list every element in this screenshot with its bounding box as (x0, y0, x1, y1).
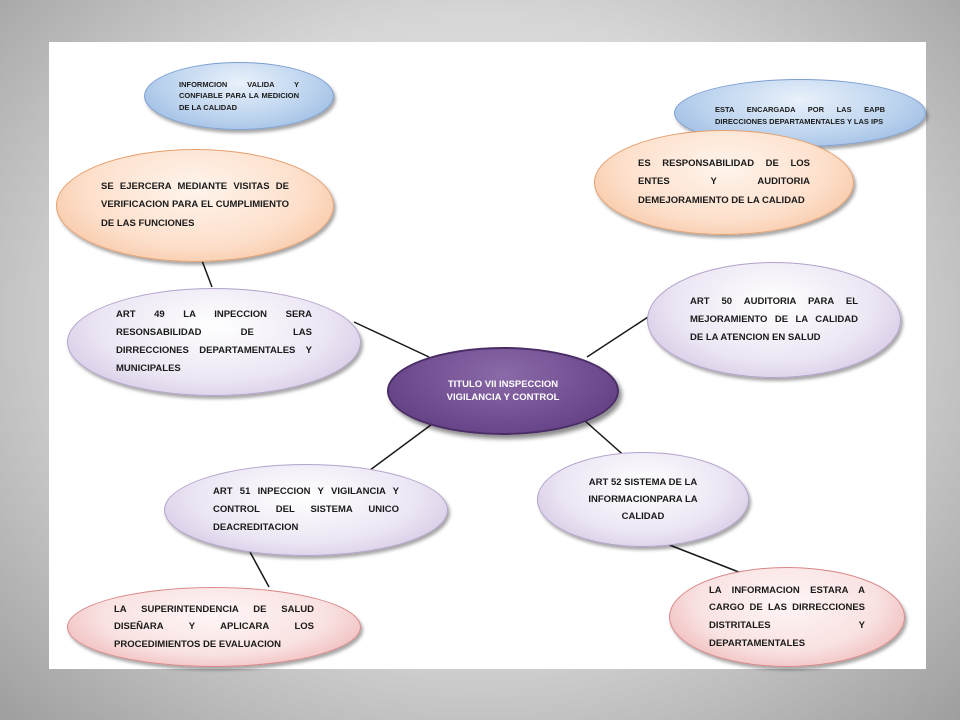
node-art50-text: ART 50 AUDITORIA PARA EL MEJORAMIENTO DE… (690, 295, 858, 344)
node-art51: ART 51 INPECCION Y VIGILANCIA Y CONTROL … (164, 464, 448, 556)
node-center-titulo-text: TITULO VII INSPECCION VIGILANCIA Y CONTR… (446, 378, 560, 403)
node-art52-text: ART 52 SISTEMA DE LA INFORMACIONPARA LA … (588, 476, 698, 523)
node-eapb-text: ESTA ENCARGADA POR LAS EAPB DIRECCIONES … (715, 105, 885, 126)
node-superintendencia-text: LA SUPERINTENDENCIA DE SALUD DISEÑARA Y … (114, 604, 314, 650)
node-visitas: SE EJERCERA MEDIANTE VISITAS DE VERIFICA… (56, 149, 334, 262)
connector-line-art49 (353, 321, 430, 358)
node-art51-text: ART 51 INPECCION Y VIGILANCIA Y CONTROL … (213, 485, 399, 534)
node-info-valida: INFORMCION VALIDA Y CONFIABLE PARA LA ME… (144, 62, 334, 130)
node-center-titulo: TITULO VII INSPECCION VIGILANCIA Y CONTR… (387, 347, 619, 435)
node-responsabilidad-text: ES RESPONSABILIDAD DE LOS ENTES Y AUDITO… (638, 158, 810, 206)
node-art50: ART 50 AUDITORIA PARA EL MEJORAMIENTO DE… (647, 262, 901, 378)
node-informacion-cargo: LA INFORMACION ESTARA A CARGO DE LAS DIR… (669, 567, 905, 667)
node-art49-text: ART 49 LA INPECCION SERA RESONSABILIDAD … (116, 308, 312, 375)
node-info-valida-text: INFORMCION VALIDA Y CONFIABLE PARA LA ME… (179, 79, 299, 112)
mind-map-canvas: INFORMCION VALIDA Y CONFIABLE PARA LA ME… (49, 42, 926, 669)
node-art52: ART 52 SISTEMA DE LA INFORMACIONPARA LA … (537, 452, 749, 547)
connector-line-visitas (200, 257, 213, 288)
connector-line-superintendencia (249, 551, 270, 588)
node-responsabilidad: ES RESPONSABILIDAD DE LOS ENTES Y AUDITO… (594, 130, 854, 235)
node-superintendencia: LA SUPERINTENDENCIA DE SALUD DISEÑARA Y … (67, 587, 361, 667)
node-art49: ART 49 LA INPECCION SERA RESONSABILIDAD … (67, 288, 361, 396)
node-visitas-text: SE EJERCERA MEDIANTE VISITAS DE VERIFICA… (101, 181, 289, 229)
node-informacion-cargo-text: LA INFORMACION ESTARA A CARGO DE LAS DIR… (709, 584, 865, 649)
